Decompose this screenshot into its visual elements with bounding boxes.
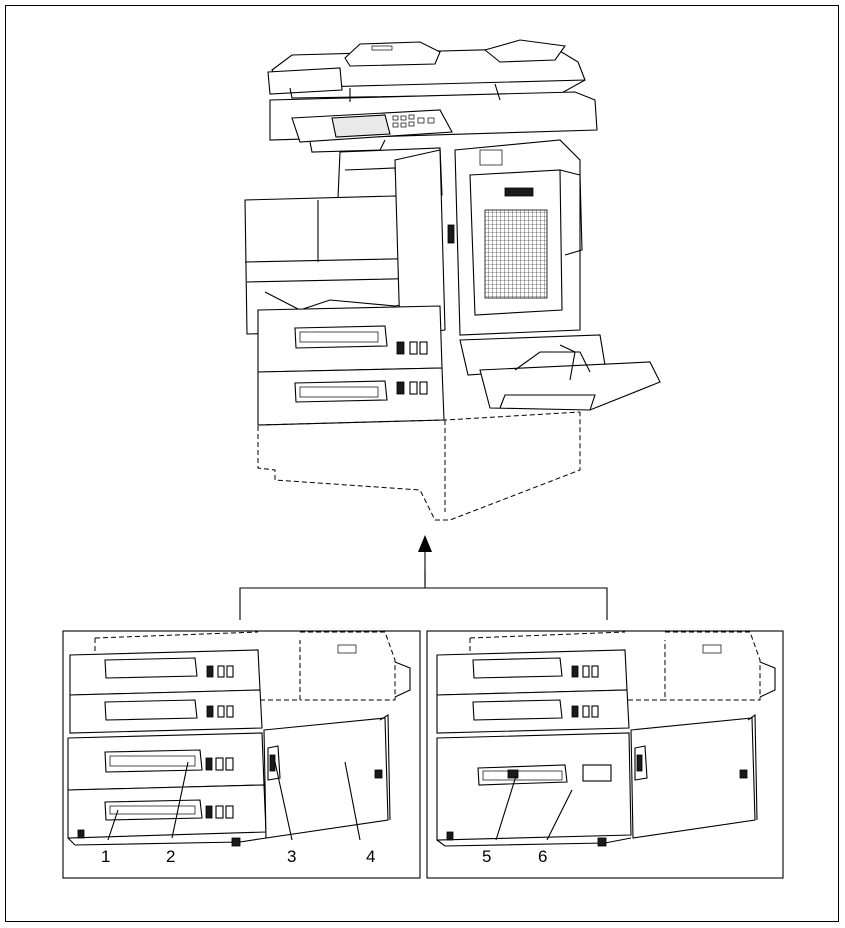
right-side-panel — [454, 139, 583, 336]
callout-3: 3 — [287, 847, 296, 866]
callout-5: 5 — [482, 847, 491, 866]
inset-right-leaders — [495, 775, 573, 841]
inset-right-copier — [436, 631, 776, 734]
document-feeder — [267, 39, 586, 99]
control-panel — [291, 109, 453, 153]
inset-left-leaders — [107, 761, 361, 841]
tray-2 — [257, 367, 445, 426]
front-body — [244, 149, 455, 336]
inset-right-cabinet — [436, 713, 758, 847]
copier-main-unit — [244, 39, 661, 426]
inset-left-copier — [69, 631, 411, 734]
tray-1 — [257, 305, 443, 373]
bypass-tray — [459, 334, 661, 411]
callout-2: 2 — [166, 847, 175, 866]
inset-left-cabinet — [67, 714, 391, 847]
callout-4: 4 — [366, 847, 375, 866]
figure-frame — [5, 5, 839, 922]
inset-left-two-tray-unit: 1 2 3 4 — [62, 630, 421, 879]
callout-1: 1 — [101, 847, 110, 866]
installation-arrow — [239, 535, 608, 620]
optional-unit-outline — [257, 378, 581, 521]
inset-right-large-capacity-unit: 5 6 — [426, 630, 784, 879]
callout-6: 6 — [538, 847, 547, 866]
